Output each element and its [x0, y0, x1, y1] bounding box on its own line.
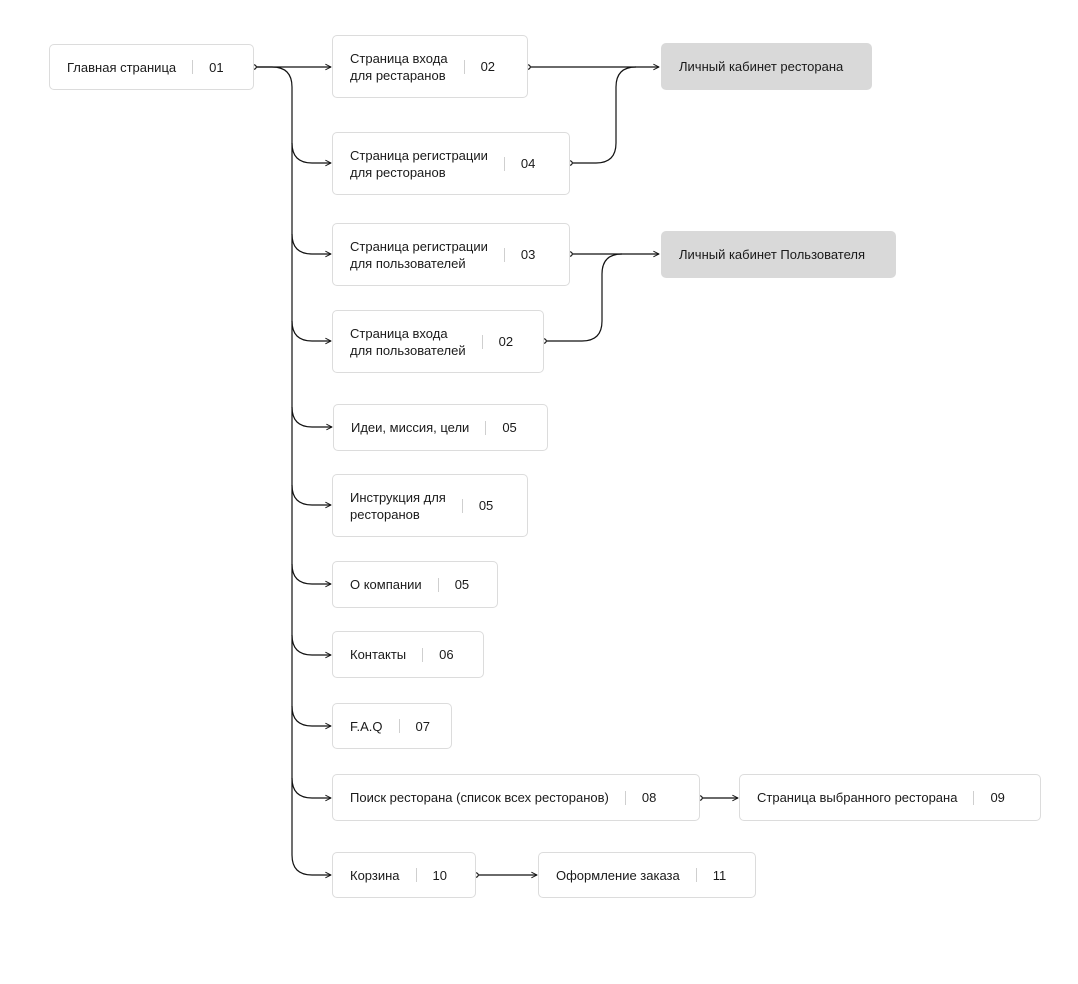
node-restaurant-cabinet: Личный кабинет ресторана [661, 43, 872, 90]
node-number: 01 [209, 59, 224, 75]
node-number: 05 [502, 420, 517, 435]
divider [415, 868, 417, 882]
edge-main-rest-reg [291, 142, 331, 163]
node-label: Главная страница [67, 59, 177, 75]
node-number: 07 [415, 718, 430, 734]
node-cart: Корзина 10 [332, 852, 476, 898]
node-restaurant-search: Поиск ресторана (список всех ресторанов)… [332, 774, 700, 821]
node-label: F.A.Q [350, 718, 383, 734]
edge-main-about [291, 563, 331, 584]
divider [463, 59, 465, 74]
edge-main-user-login [291, 320, 331, 341]
node-faq: F.A.Q 07 [332, 703, 452, 749]
node-label: Личный кабинет Пользователя [679, 247, 866, 262]
divider [624, 790, 626, 805]
divider [695, 868, 697, 882]
divider [481, 334, 483, 349]
node-number: 04 [520, 156, 536, 171]
node-number: 05 [478, 498, 494, 513]
node-ideas-mission-goals: Идеи, миссия, цели 05 [333, 404, 548, 451]
node-number: 09 [990, 790, 1005, 805]
trunk-line [254, 66, 293, 855]
node-contacts: Контакты 06 [332, 631, 484, 678]
node-number: 11 [712, 867, 727, 883]
node-label: Корзина [350, 867, 400, 883]
node-restaurant-login: Страница входа для рестаранов 02 [332, 35, 528, 98]
edge-main-ideas [291, 406, 332, 427]
node-number: 02 [480, 59, 496, 74]
node-number: 02 [498, 334, 514, 349]
node-label: Оформление заказа [556, 867, 680, 883]
node-label: Страница входа для рестаранов [350, 50, 448, 83]
node-label: Страница регистрации для ресторанов [350, 147, 488, 180]
edge-main-cart [291, 854, 331, 875]
divider [973, 790, 975, 805]
node-user-cabinet: Личный кабинет Пользователя [661, 231, 896, 278]
divider [503, 156, 505, 171]
node-number: 06 [439, 647, 454, 662]
edge-main-search [291, 777, 331, 798]
node-user-login: Страница входа для пользователей 02 [332, 310, 544, 373]
node-number: 10 [432, 867, 447, 883]
node-label: Контакты [350, 647, 407, 662]
node-label: Идеи, миссия, цели [351, 420, 470, 435]
edge-main-faq [291, 705, 331, 726]
divider [192, 60, 194, 74]
edge-rest-reg-cabinet [570, 66, 637, 164]
edge-main-instructions [291, 484, 331, 505]
node-label: О компании [350, 577, 422, 592]
edge-main-user-reg [291, 233, 331, 254]
node-checkout: Оформление заказа 11 [538, 852, 756, 898]
divider [437, 577, 439, 592]
node-label: Страница выбранного ресторана [757, 790, 958, 805]
node-label: Инструкция для ресторанов [350, 489, 446, 522]
divider [503, 247, 505, 262]
node-number: 08 [641, 790, 657, 805]
divider [461, 498, 463, 513]
node-label: Страница регистрации для пользователей [350, 238, 488, 271]
divider [422, 647, 424, 662]
divider [485, 420, 487, 435]
edge-main-contacts [291, 634, 331, 655]
node-number: 05 [454, 577, 470, 592]
node-about-company: О компании 05 [332, 561, 498, 608]
divider [398, 719, 400, 733]
node-main-page: Главная страница 01 [49, 44, 254, 90]
node-restaurant-registration: Страница регистрации для ресторанов 04 [332, 132, 570, 195]
node-label: Личный кабинет ресторана [679, 59, 844, 74]
node-number: 03 [520, 247, 536, 262]
node-selected-restaurant: Страница выбранного ресторана 09 [739, 774, 1041, 821]
node-user-registration: Страница регистрации для пользователей 0… [332, 223, 570, 286]
node-label: Страница входа для пользователей [350, 325, 466, 358]
node-restaurant-instructions: Инструкция для ресторанов 05 [332, 474, 528, 537]
node-label: Поиск ресторана (список всех ресторанов) [350, 790, 609, 805]
